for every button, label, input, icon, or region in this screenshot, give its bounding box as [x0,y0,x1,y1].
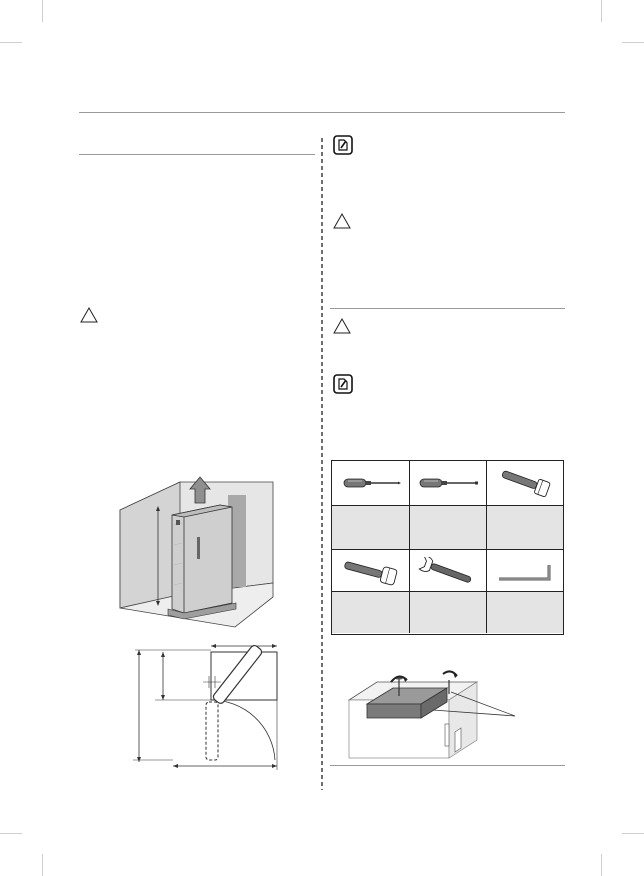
tool-label-cell [487,505,563,549]
hex-key-icon [499,565,551,581]
crop-mark-bottom-right-v [601,854,602,876]
tool-label-cell [332,505,409,549]
tool-label-cell [410,505,486,549]
left-section-rule [79,154,315,155]
table-divider [409,461,410,633]
socket-wrench-icon [501,470,551,497]
tool-label-cell [332,591,409,633]
right-section-rule [330,308,565,309]
crop-mark-bottom-left-v [42,854,43,876]
caution-triangle-icon [333,213,351,229]
caution-triangle-icon [333,318,351,334]
phillips-screwdriver-icon [343,478,401,488]
header-rule [79,112,565,113]
tools-table [331,460,564,635]
crop-mark-top-left-v [42,0,43,22]
flat-screwdriver-icon [419,478,478,488]
adjustable-wrench-icon [418,557,472,583]
table-divider [486,461,487,633]
freezer-placement-illustration [119,476,274,628]
door-clearance-illustration [133,644,278,770]
table-rule [332,591,563,592]
caution-triangle-icon [80,307,98,323]
bottom-rule [330,765,565,766]
crop-mark-top-right-v [601,0,602,22]
hinge-cover-illustration [347,670,516,759]
table-rule [332,549,563,550]
crop-mark-bottom-left-h [0,833,22,834]
crop-mark-top-left-h [0,42,22,43]
tool-label-cell [487,591,563,633]
crop-mark-bottom-right-h [622,833,644,834]
column-divider [321,138,323,790]
socket-wrench-2-icon [344,561,398,586]
note-icon [333,374,353,394]
crop-mark-top-right-h [622,42,644,43]
table-rule [332,505,563,506]
tool-label-cell [410,591,486,633]
note-icon [333,135,353,155]
